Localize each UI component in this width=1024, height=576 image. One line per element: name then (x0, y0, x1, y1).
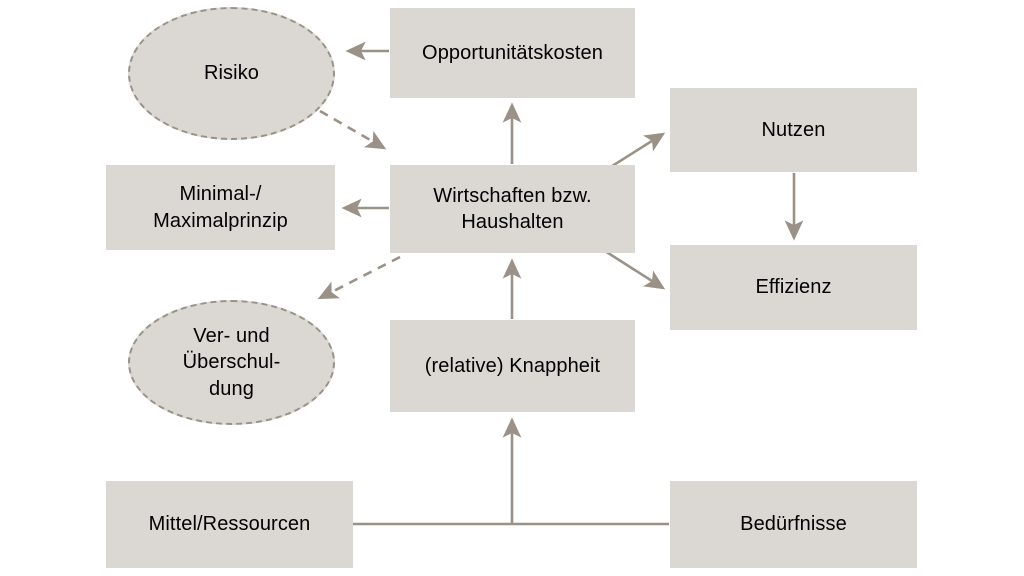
node-risiko-label: Risiko (203, 62, 260, 85)
node-beduerfnisse[interactable]: Bedürfnisse (670, 481, 917, 568)
node-ver-und-ueberschuldung[interactable]: Ver- und Überschul- dung (128, 300, 335, 425)
node-effizienz-label: Effizienz (755, 276, 832, 299)
node-relative-knappheit-label: (relative) Knappheit (424, 354, 601, 377)
node-wirtschaften-haushalten[interactable]: Wirtschaften bzw. Haushalten (390, 165, 635, 253)
node-wirtschaften-haushalten-label: Wirtschaften bzw. Haushalten (433, 184, 592, 233)
edge-mittel-beduerfnisse-to-knappheit (353, 417, 669, 526)
node-nutzen-label: Nutzen (761, 118, 826, 141)
edge-risiko-to-wirtschaften (319, 109, 387, 150)
node-opportunitaetskosten[interactable]: Opportunitätskosten (390, 8, 635, 98)
node-beduerfnisse-label: Bedürfnisse (740, 513, 847, 536)
node-ver-und-ueberschuldung-label: Ver- und Überschul- dung (182, 324, 281, 400)
node-mittel-ressourcen-label: Mittel/Ressourcen (148, 513, 311, 536)
node-mittel-ressourcen[interactable]: Mittel/Ressourcen (106, 481, 353, 568)
node-risiko[interactable]: Risiko (128, 7, 335, 140)
node-effizienz[interactable]: Effizienz (670, 245, 917, 330)
edge-wirtschaften-to-ueberschuldung (317, 255, 401, 300)
node-relative-knappheit[interactable]: (relative) Knappheit (390, 320, 635, 412)
node-opportunitaetskosten-label: Opportunitätskosten (422, 41, 603, 64)
node-minimal-maximalprinzip[interactable]: Minimal-/ Maximalprinzip (106, 165, 335, 250)
node-minimal-maximalprinzip-label: Minimal-/ Maximalprinzip (153, 183, 288, 232)
node-nutzen[interactable]: Nutzen (670, 88, 917, 172)
